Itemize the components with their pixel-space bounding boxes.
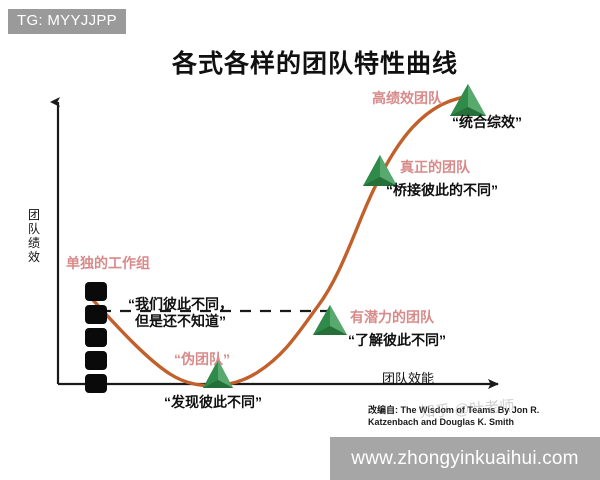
annotation-line-2: 但是还不知道” xyxy=(135,313,226,329)
label-potential-team: 有潜力的团队 xyxy=(350,309,434,325)
label-pseudo-team: “伪团队” xyxy=(174,351,230,367)
marker-high-performance-team-triangle xyxy=(450,84,486,116)
source-credit-line-1: 改编自: The Wisdom of Teams By Jon R. xyxy=(368,405,540,415)
marker-potential-team-triangle xyxy=(313,305,347,335)
label-high-performance-team: 高绩效团队 xyxy=(372,90,442,106)
source-credit: 改编自: The Wisdom of Teams By Jon R. Katze… xyxy=(368,404,588,428)
work-group-squares xyxy=(85,282,107,393)
quote-synergy: “统合综效” xyxy=(452,114,522,130)
quote-discover-differences: “发现彼此不同” xyxy=(164,394,262,410)
quote-understand-differences: “了解彼此不同” xyxy=(348,332,446,348)
x-axis-label: 团队效能 xyxy=(382,371,435,386)
quote-bridge-differences: “桥接彼此的不同” xyxy=(386,182,498,198)
y-axis-label: 团队绩效 xyxy=(27,208,40,264)
tg-tag-badge: TG: MYYJJPP xyxy=(8,9,126,34)
chart-title: 各式各样的团队特性曲线 xyxy=(171,50,458,78)
marker-real-team-triangle xyxy=(363,155,397,186)
label-real-team: 真正的团队 xyxy=(400,159,470,175)
label-isolated-work-group: 单独的工作组 xyxy=(66,255,150,271)
annotation-line-1: “我们彼此不同， xyxy=(128,296,233,312)
performance-curve xyxy=(91,94,474,388)
marker-pseudo-team-triangle xyxy=(203,360,233,388)
site-url-watermark: www.zhongyinkuaihui.com xyxy=(330,437,600,480)
annotation-we-are-different: “我们彼此不同， 但是还不知道” xyxy=(128,296,233,330)
source-credit-line-2: Katzenbach and Douglas K. Smith xyxy=(368,417,515,427)
